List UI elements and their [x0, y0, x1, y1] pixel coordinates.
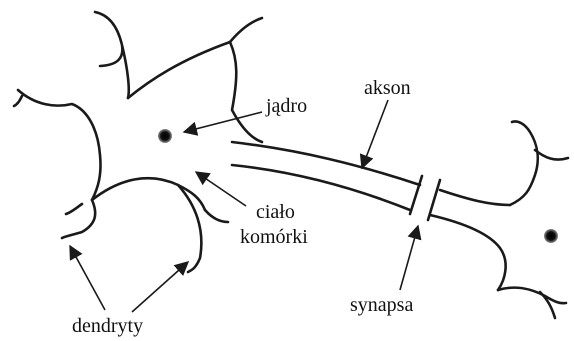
- left-neuron: [14, 12, 262, 272]
- axon-top-edge: [232, 142, 420, 185]
- label-cell-body-1: ciało: [256, 201, 295, 223]
- nucleus-right-icon: [544, 229, 558, 243]
- cell-body-lower-edge: [92, 178, 205, 210]
- label-nucleus: jądro: [265, 95, 307, 117]
- dendrite-lower-middle-branch: [205, 210, 228, 222]
- right-cell-top: [510, 121, 538, 205]
- right-cell-bottom-branch: [540, 292, 555, 318]
- dendrite-top: [95, 12, 129, 98]
- right-neuron: [498, 121, 568, 318]
- nucleus-left-icon: [158, 129, 172, 143]
- arrow-cell-body: [196, 172, 246, 206]
- axon-continuation-top: [440, 190, 510, 205]
- right-cell-top-branch: [535, 150, 568, 160]
- arrow-nucleus: [184, 112, 262, 132]
- axon-continuation-bottom: [430, 215, 506, 290]
- label-synapse: synapsa: [350, 294, 413, 316]
- cell-body-upper-edge: [128, 42, 262, 142]
- arrow-dendrites-right: [132, 262, 188, 312]
- arrow-dendrites-left: [70, 246, 105, 310]
- arrow-synapse: [400, 226, 418, 290]
- right-cell-bottom: [498, 288, 566, 304]
- label-dendrites: dendryty: [72, 315, 143, 337]
- dendrite-top-right: [230, 18, 262, 42]
- dendrite-left-branch: [14, 96, 22, 106]
- dendrite-lower-left-small: [66, 204, 82, 214]
- label-cell-body-2: komórki: [240, 226, 308, 248]
- label-axon: akson: [364, 77, 411, 99]
- dendrite-left: [18, 90, 101, 200]
- arrow-axon: [362, 100, 388, 168]
